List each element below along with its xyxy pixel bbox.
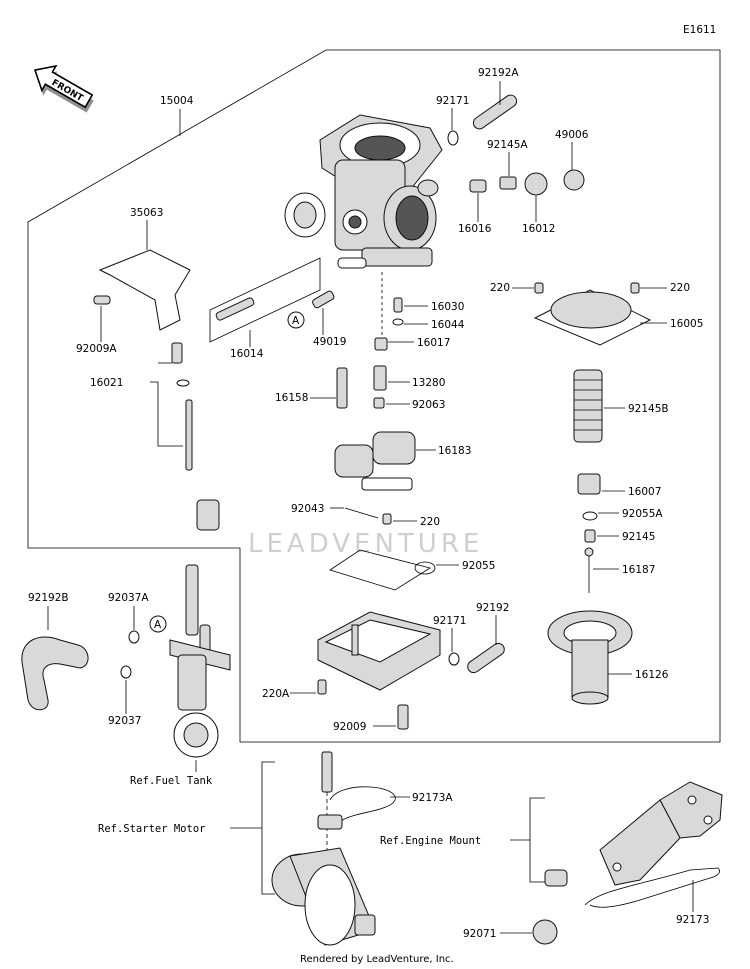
- assembly-boundary: [27, 49, 721, 743]
- part-16014: 16014: [230, 348, 264, 360]
- part-13280: 13280: [412, 377, 445, 389]
- starter-housing: [271, 847, 376, 946]
- circle-ref-a-2: A: [154, 619, 162, 631]
- part-16044: 16044: [431, 319, 465, 331]
- part-92037A: 92037A: [108, 592, 149, 604]
- front-arrow-icon: FRONT: [34, 64, 94, 113]
- part-16126: 16126: [635, 669, 669, 681]
- part-92055A: 92055A: [622, 508, 663, 520]
- part-92063: 92063: [412, 399, 445, 411]
- part-220-right: 220: [670, 282, 690, 294]
- part-92192A-tube: [472, 94, 518, 130]
- part-16183-float: [334, 431, 416, 491]
- part-16183: 16183: [438, 445, 471, 457]
- ref-fuel-tank: Ref.Fuel Tank: [130, 775, 213, 787]
- part-15004: 15004: [160, 95, 194, 107]
- ref-engine-mount: Ref.Engine Mount: [380, 835, 481, 847]
- part-49019: 49019: [313, 336, 346, 348]
- part-16016: 16016: [458, 223, 492, 235]
- part-16021: 16021: [90, 377, 123, 389]
- part-92171-lower: 92171: [433, 615, 466, 627]
- part-92055: 92055: [462, 560, 495, 572]
- part-92173: 92173: [676, 914, 709, 926]
- part-92145: 92145: [622, 531, 655, 543]
- part-92173A: 92173A: [412, 792, 453, 804]
- diagram-code: E1611: [683, 24, 716, 36]
- fuel-tap: [169, 564, 231, 758]
- part-220A: 220A: [262, 688, 290, 700]
- part-92192A: 92192A: [478, 67, 519, 79]
- watermark: LEADVENTURE: [248, 529, 483, 559]
- footer-credit: Rendered by LeadVenture, Inc.: [300, 954, 454, 965]
- part-92145B: 92145B: [628, 403, 669, 415]
- part-92009: 92009: [333, 721, 366, 733]
- part-49006: 49006: [555, 129, 589, 141]
- ref-starter-motor: Ref.Starter Motor: [98, 823, 205, 835]
- float-bowl: [317, 611, 441, 691]
- part-16030: 16030: [431, 301, 464, 313]
- part-92145A: 92145A: [487, 139, 528, 151]
- part-220-center: 220: [420, 516, 440, 528]
- part-92037: 92037: [108, 715, 141, 727]
- part-92071: 92071: [463, 928, 496, 940]
- part-16005: 16005: [670, 318, 703, 330]
- part-16187: 16187: [622, 564, 655, 576]
- part-16158: 16158: [275, 392, 308, 404]
- part-92192: 92192: [476, 602, 509, 614]
- part-92171-top: 92171: [436, 95, 469, 107]
- part-16012: 16012: [522, 223, 555, 235]
- part-220-left: 220: [490, 282, 510, 294]
- part-92043: 92043: [291, 503, 324, 515]
- circle-ref-a-1: A: [292, 315, 300, 327]
- carburetor-body: [284, 114, 443, 269]
- part-92192B: 92192B: [28, 592, 69, 604]
- part-16017: 16017: [417, 337, 450, 349]
- part-35063: 35063: [130, 207, 163, 219]
- part-92009A: 92009A: [76, 343, 117, 355]
- part-16007: 16007: [628, 486, 661, 498]
- engine-mount-bracket: [599, 781, 723, 886]
